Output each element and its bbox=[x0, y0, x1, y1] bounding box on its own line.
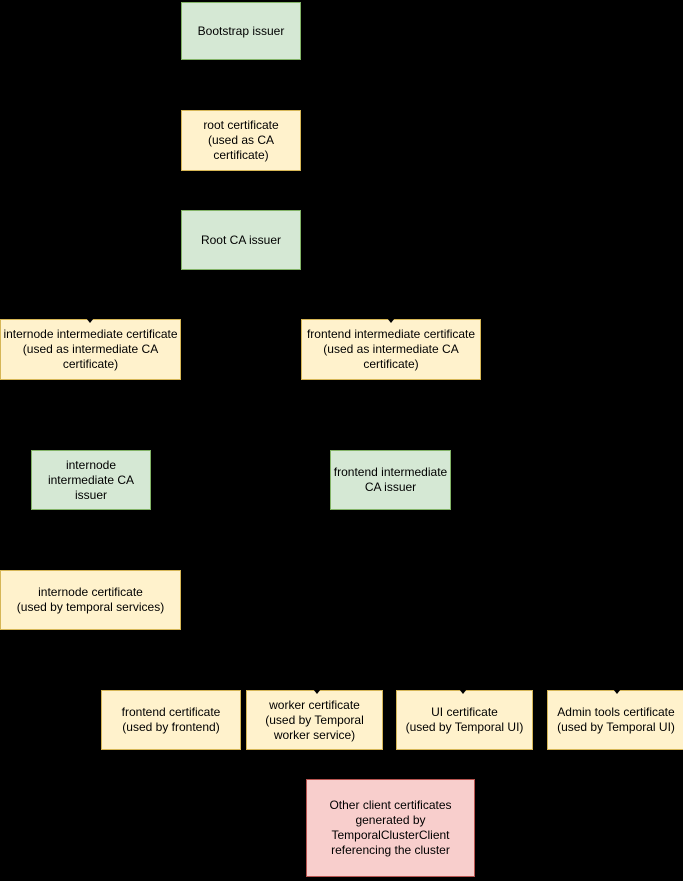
node-label: root certificate (used as CA certificate… bbox=[203, 118, 279, 162]
arrowhead-icon bbox=[86, 318, 94, 323]
node-label: frontend certificate (used by frontend) bbox=[121, 705, 221, 734]
node-other-client-certificates: Other client certificates generated by T… bbox=[306, 779, 475, 877]
arrowhead-icon bbox=[613, 689, 621, 694]
node-label: UI certificate (used by Temporal UI) bbox=[405, 705, 524, 734]
node-label: internode intermediate CA issuer bbox=[47, 457, 135, 502]
node-worker-certificate: worker certificate (used by Temporal wor… bbox=[246, 690, 383, 750]
node-label: worker certificate (used by Temporal wor… bbox=[265, 697, 364, 742]
node-label: frontend intermediate CA issuer bbox=[333, 465, 448, 494]
node-root-certificate: root certificate (used as CA certificate… bbox=[181, 110, 301, 171]
node-frontend-intermediate-ca-issuer: frontend intermediate CA issuer bbox=[330, 450, 451, 510]
node-frontend-intermediate-certificate: frontend intermediate certificate (used … bbox=[301, 319, 481, 380]
node-label: Root CA issuer bbox=[200, 232, 282, 247]
arrowhead-icon bbox=[387, 318, 395, 323]
node-label: internode intermediate certificate (used… bbox=[3, 327, 178, 371]
node-admin-tools-certificate: Admin tools certificate (used by Tempora… bbox=[547, 690, 683, 750]
node-ui-certificate: UI certificate (used by Temporal UI) bbox=[396, 690, 533, 750]
node-label: Other client certificates generated by T… bbox=[329, 798, 452, 857]
node-internode-intermediate-ca-issuer: internode intermediate CA issuer bbox=[31, 450, 151, 510]
node-label: frontend intermediate certificate (used … bbox=[306, 327, 476, 371]
node-label: Bootstrap issuer bbox=[197, 23, 285, 38]
node-bootstrap-issuer: Bootstrap issuer bbox=[181, 2, 301, 60]
node-frontend-certificate: frontend certificate (used by frontend) bbox=[101, 690, 241, 750]
node-root-ca-issuer: Root CA issuer bbox=[181, 210, 301, 270]
node-label: internode certificate (used by temporal … bbox=[16, 585, 165, 614]
arrowhead-icon bbox=[313, 689, 321, 694]
node-internode-certificate: internode certificate (used by temporal … bbox=[0, 570, 181, 630]
arrowhead-icon bbox=[459, 689, 467, 694]
node-internode-intermediate-certificate: internode intermediate certificate (used… bbox=[0, 319, 181, 380]
node-label: Admin tools certificate (used by Tempora… bbox=[557, 705, 675, 734]
